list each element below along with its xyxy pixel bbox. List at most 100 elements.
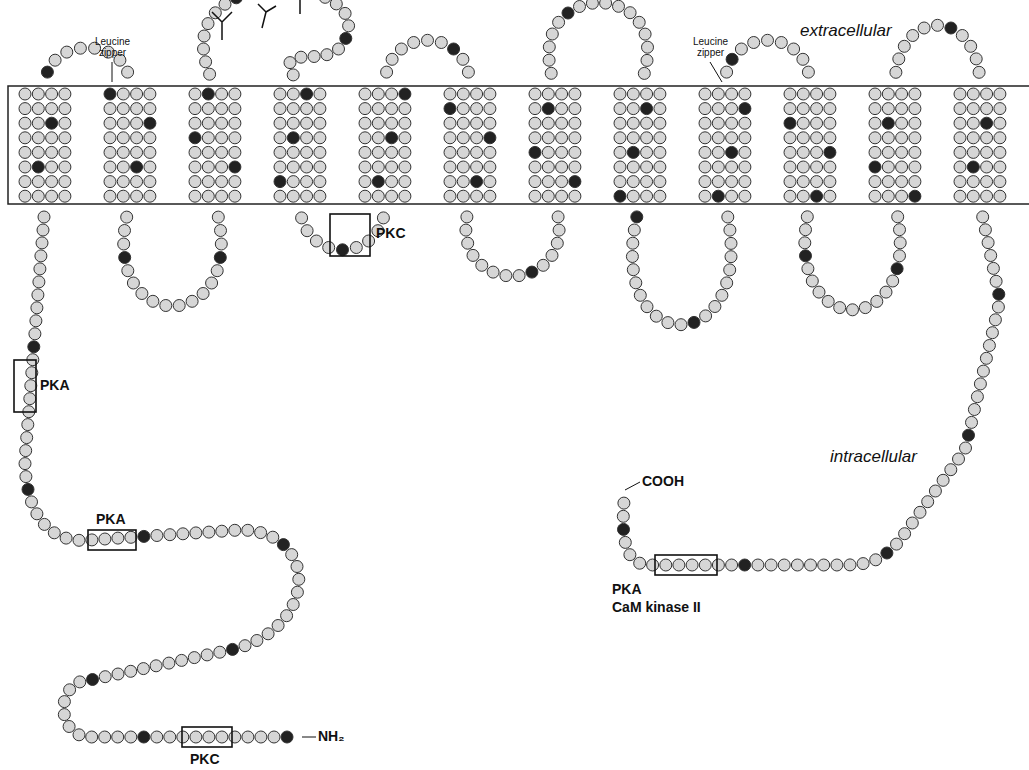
- residue-bead: [19, 176, 31, 188]
- residue-bead: [457, 146, 469, 158]
- residue-bead: [125, 531, 137, 543]
- residue-bead: [467, 249, 479, 261]
- residue-bead: [981, 117, 993, 129]
- residue-bead: [618, 523, 630, 535]
- compartment-label: extracellular: [800, 22, 892, 41]
- residue-bead: [642, 41, 654, 53]
- residue-bead: [896, 176, 908, 188]
- residue-bead: [164, 529, 176, 541]
- residue-bead: [117, 146, 129, 158]
- region-label: Leucine zipper: [85, 36, 140, 58]
- residue-bead: [892, 211, 904, 223]
- residue-bead: [287, 117, 299, 129]
- residue-bead: [262, 628, 274, 640]
- residue-bead: [526, 266, 538, 278]
- residue-bead: [189, 146, 201, 158]
- residue-bead: [229, 132, 241, 144]
- residue-bead: [471, 103, 483, 115]
- residue-bead: [882, 88, 894, 100]
- residue-bead: [546, 249, 558, 261]
- residue-bead: [46, 190, 58, 202]
- residue-bead: [321, 49, 333, 61]
- residue-bead: [61, 46, 73, 58]
- residue-bead: [627, 132, 639, 144]
- residue-bead: [372, 161, 384, 173]
- residue-bead: [569, 132, 581, 144]
- residue-bead: [19, 146, 31, 158]
- residue-bead: [762, 34, 774, 46]
- residue-bead: [314, 103, 326, 115]
- residue-bead: [967, 176, 979, 188]
- residue-bead: [735, 43, 747, 55]
- residue-bead: [899, 528, 911, 540]
- residue-bead: [739, 161, 751, 173]
- residue-bead: [144, 88, 156, 100]
- residue-bead: [882, 103, 894, 115]
- residue-bead: [121, 211, 133, 223]
- residue-bead: [291, 561, 303, 573]
- residue-bead: [801, 211, 813, 223]
- residue-bead: [359, 161, 371, 173]
- residue-bead: [189, 88, 201, 100]
- residue-bead: [797, 190, 809, 202]
- residue-bead: [556, 132, 568, 144]
- residue-bead: [834, 302, 846, 314]
- residue-bead: [891, 538, 903, 550]
- residue-bead: [471, 161, 483, 173]
- residue-bead: [994, 146, 1006, 158]
- residue-bead: [131, 176, 143, 188]
- residue-bead: [476, 259, 488, 271]
- residue-bead: [138, 731, 150, 743]
- residue-bead: [811, 161, 823, 173]
- residue-bead: [726, 559, 738, 571]
- residue-bead: [954, 161, 966, 173]
- residue-bead: [122, 66, 134, 78]
- residue-bead: [614, 103, 626, 115]
- residue-bead: [869, 132, 881, 144]
- residue-bead: [287, 103, 299, 115]
- residue-bead: [202, 103, 214, 115]
- residue-bead: [202, 132, 214, 144]
- residue-bead: [59, 190, 71, 202]
- residue-bead: [386, 190, 398, 202]
- residue-bead: [31, 302, 43, 314]
- residue-bead: [824, 117, 836, 129]
- residue-bead: [251, 635, 263, 647]
- residue-bead: [38, 211, 50, 223]
- residue-bead: [556, 146, 568, 158]
- residue-bead: [960, 442, 972, 454]
- residue-bead: [954, 190, 966, 202]
- residue-bead: [30, 315, 42, 327]
- residue-bead: [802, 66, 814, 78]
- residue-bead: [542, 176, 554, 188]
- residue-bead: [216, 103, 228, 115]
- residue-bead: [372, 117, 384, 129]
- residue-bead: [639, 28, 651, 40]
- residue-bead: [784, 146, 796, 158]
- residue-bead: [529, 190, 541, 202]
- residue-bead: [22, 419, 34, 431]
- residue-bead: [712, 559, 724, 571]
- residue-bead: [811, 103, 823, 115]
- residue-bead: [831, 559, 843, 571]
- residue-bead: [46, 176, 58, 188]
- residue-bead: [471, 117, 483, 129]
- residue-bead: [337, 244, 349, 256]
- residue-bead: [641, 161, 653, 173]
- residue-bead: [484, 176, 496, 188]
- residue-bead: [189, 117, 201, 129]
- residue-bead: [202, 88, 214, 100]
- residue-bead: [569, 88, 581, 100]
- residue-bead: [216, 525, 228, 537]
- residue-bead: [484, 103, 496, 115]
- residue-bead: [967, 132, 979, 144]
- residue-bead: [700, 310, 712, 322]
- residue-bead: [189, 176, 201, 188]
- residue-bead: [824, 88, 836, 100]
- residue-bead: [784, 88, 796, 100]
- residue-bead: [654, 88, 666, 100]
- residue-bead: [48, 527, 60, 539]
- residue-bead: [32, 161, 44, 173]
- chain-guides: [25, 0, 1000, 737]
- residue-bead: [712, 161, 724, 173]
